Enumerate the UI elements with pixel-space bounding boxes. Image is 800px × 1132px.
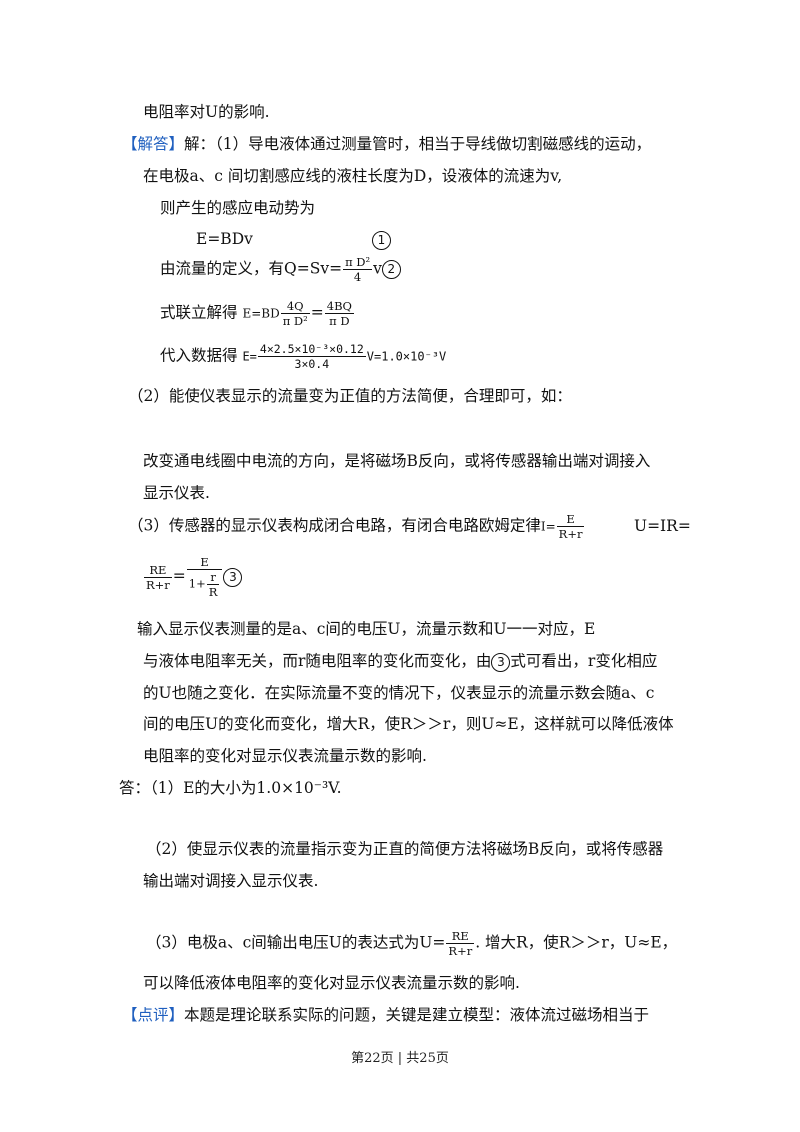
line-12-tail: U=IR= — [634, 517, 691, 535]
r-over-R-den: R — [208, 585, 218, 600]
calc-fraction-num: 4×2.5×10⁻³×0.12 — [257, 342, 366, 358]
emf-fraction-2-num: 4BQ — [324, 299, 354, 315]
voltage-fraction-2-den-prefix: 1+ — [188, 576, 206, 591]
line-answer-start: 【解答】解：（1）导电液体通过测量管时，相当于导线做切割磁感线的运动， — [122, 133, 651, 155]
answer-tag: 【解答】 — [122, 135, 185, 153]
emf-fraction-1-num: 4Q — [280, 300, 310, 315]
line-16: 的U也随之变化．在实际流量不变的情况下，仪表显示的流量示数会随a、c — [143, 684, 655, 702]
line-22-text-b: . 增大R，使R＞＞r，U≈E， — [475, 933, 678, 952]
line-6-tail: v — [373, 259, 382, 278]
flow-fraction-num: π D² — [343, 255, 373, 271]
equation-1-row: E=BDv — [196, 228, 253, 250]
flow-fraction-den: 4 — [353, 270, 362, 285]
equation-1-marker: 1 — [372, 228, 391, 250]
line-11: 显示仪表. — [143, 484, 210, 502]
comment-tag: 【点评】 — [122, 1006, 185, 1024]
equation-1: E=BDv — [196, 230, 253, 248]
answer-fraction-num: RE — [446, 930, 475, 945]
line-24-text: 本题是理论联系实际的问题，关键是建立模型：液体流过磁场相当于 — [184, 1006, 650, 1024]
line-8-result: V=1.0×10⁻³V — [366, 349, 447, 364]
voltage-fraction-1-den: R+r — [146, 577, 170, 592]
answer-fraction-den: R+r — [448, 944, 473, 959]
line-8-text: 代入数据得 — [160, 346, 238, 365]
line-12-lhs: I= — [540, 519, 556, 534]
r-over-R-num: r — [206, 571, 220, 586]
line-21: 输出端对调接入显示仪表. — [143, 872, 319, 890]
circled-number-3: 3 — [223, 567, 243, 587]
line-14: 输入显示仪表测量的是a、c间的电压U，流量示数和U一一对应，E — [137, 620, 596, 638]
line-3: 在电极a、c 间切割感应线的液柱长度为D，设液体的流速为v, — [143, 167, 563, 185]
calc-fraction-den: 3×0.4 — [294, 357, 330, 372]
voltage-fraction-2-num: E — [186, 556, 223, 571]
line-23: 可以降低液体电阻率的变化对显示仪表流量示数的影响. — [143, 974, 520, 992]
line-20: （2）使显示仪表的流量指示变为正直的简便方法将磁场B反向，或将传感器 — [146, 840, 664, 858]
emf-fraction-2-den: π D — [329, 314, 350, 329]
line-7-lhs: E=BD — [242, 306, 280, 321]
circled-number-2: 2 — [381, 260, 401, 280]
line-comment: 【点评】本题是理论联系实际的问题，关键是建立模型：液体流过磁场相当于 — [122, 1004, 649, 1026]
line-12-text: （3）传感器的显示仪表构成闭合电路，有闭合电路欧姆定律 — [128, 516, 541, 535]
ohm-fraction-num: E — [556, 513, 585, 528]
line-6-text: 由流量的定义，有Q=Sv= — [160, 259, 343, 278]
page-footer: 第22页 | 共25页 — [351, 1051, 449, 1066]
line-8-lhs: E= — [242, 349, 257, 364]
circled-number-1: 1 — [372, 230, 391, 250]
line-22-text-a: （3）电极a、c间输出电压U的表达式为U= — [146, 933, 446, 952]
line-2-text: 解：（1）导电液体通过测量管时，相当于导线做切割磁感线的运动， — [184, 135, 652, 153]
ohm-fraction-den: R+r — [558, 527, 583, 542]
voltage-fraction-1-num: RE — [144, 563, 172, 578]
line-18: 电阻率的变化对显示仪表流量示数的影响. — [143, 747, 427, 765]
line-4: 则产生的感应电动势为 — [160, 199, 316, 217]
line-19: 答：（1）E的大小为1.0×10⁻³V. — [119, 779, 342, 797]
emf-fraction-1-den: π D² — [282, 314, 308, 329]
circled-number-3-ref: 3 — [491, 652, 511, 672]
line-10: 改变通电线圈中电流的方向，是将磁场B反向，或将传感器输出端对调接入 — [143, 452, 651, 470]
line-15-text-b: 式可看出，r变化相应 — [510, 652, 658, 670]
line-7-text: 式联立解得 — [160, 303, 238, 322]
line-7-eq: = — [310, 303, 324, 322]
line-17: 间的电压U的变化而变化，增大R，使R＞＞r，则U≈E，这样就可以降低液体 — [143, 715, 674, 733]
line-13-eq: = — [172, 567, 186, 586]
line-1: 电阻率对U的影响. — [143, 103, 270, 121]
line-9: （2）能使仪表显示的流量变为正值的方法简便，合理即可，如： — [128, 387, 572, 405]
line-15-text-a: 与液体电阻率无关，而r随电阻率的变化而变化，由 — [143, 652, 492, 670]
